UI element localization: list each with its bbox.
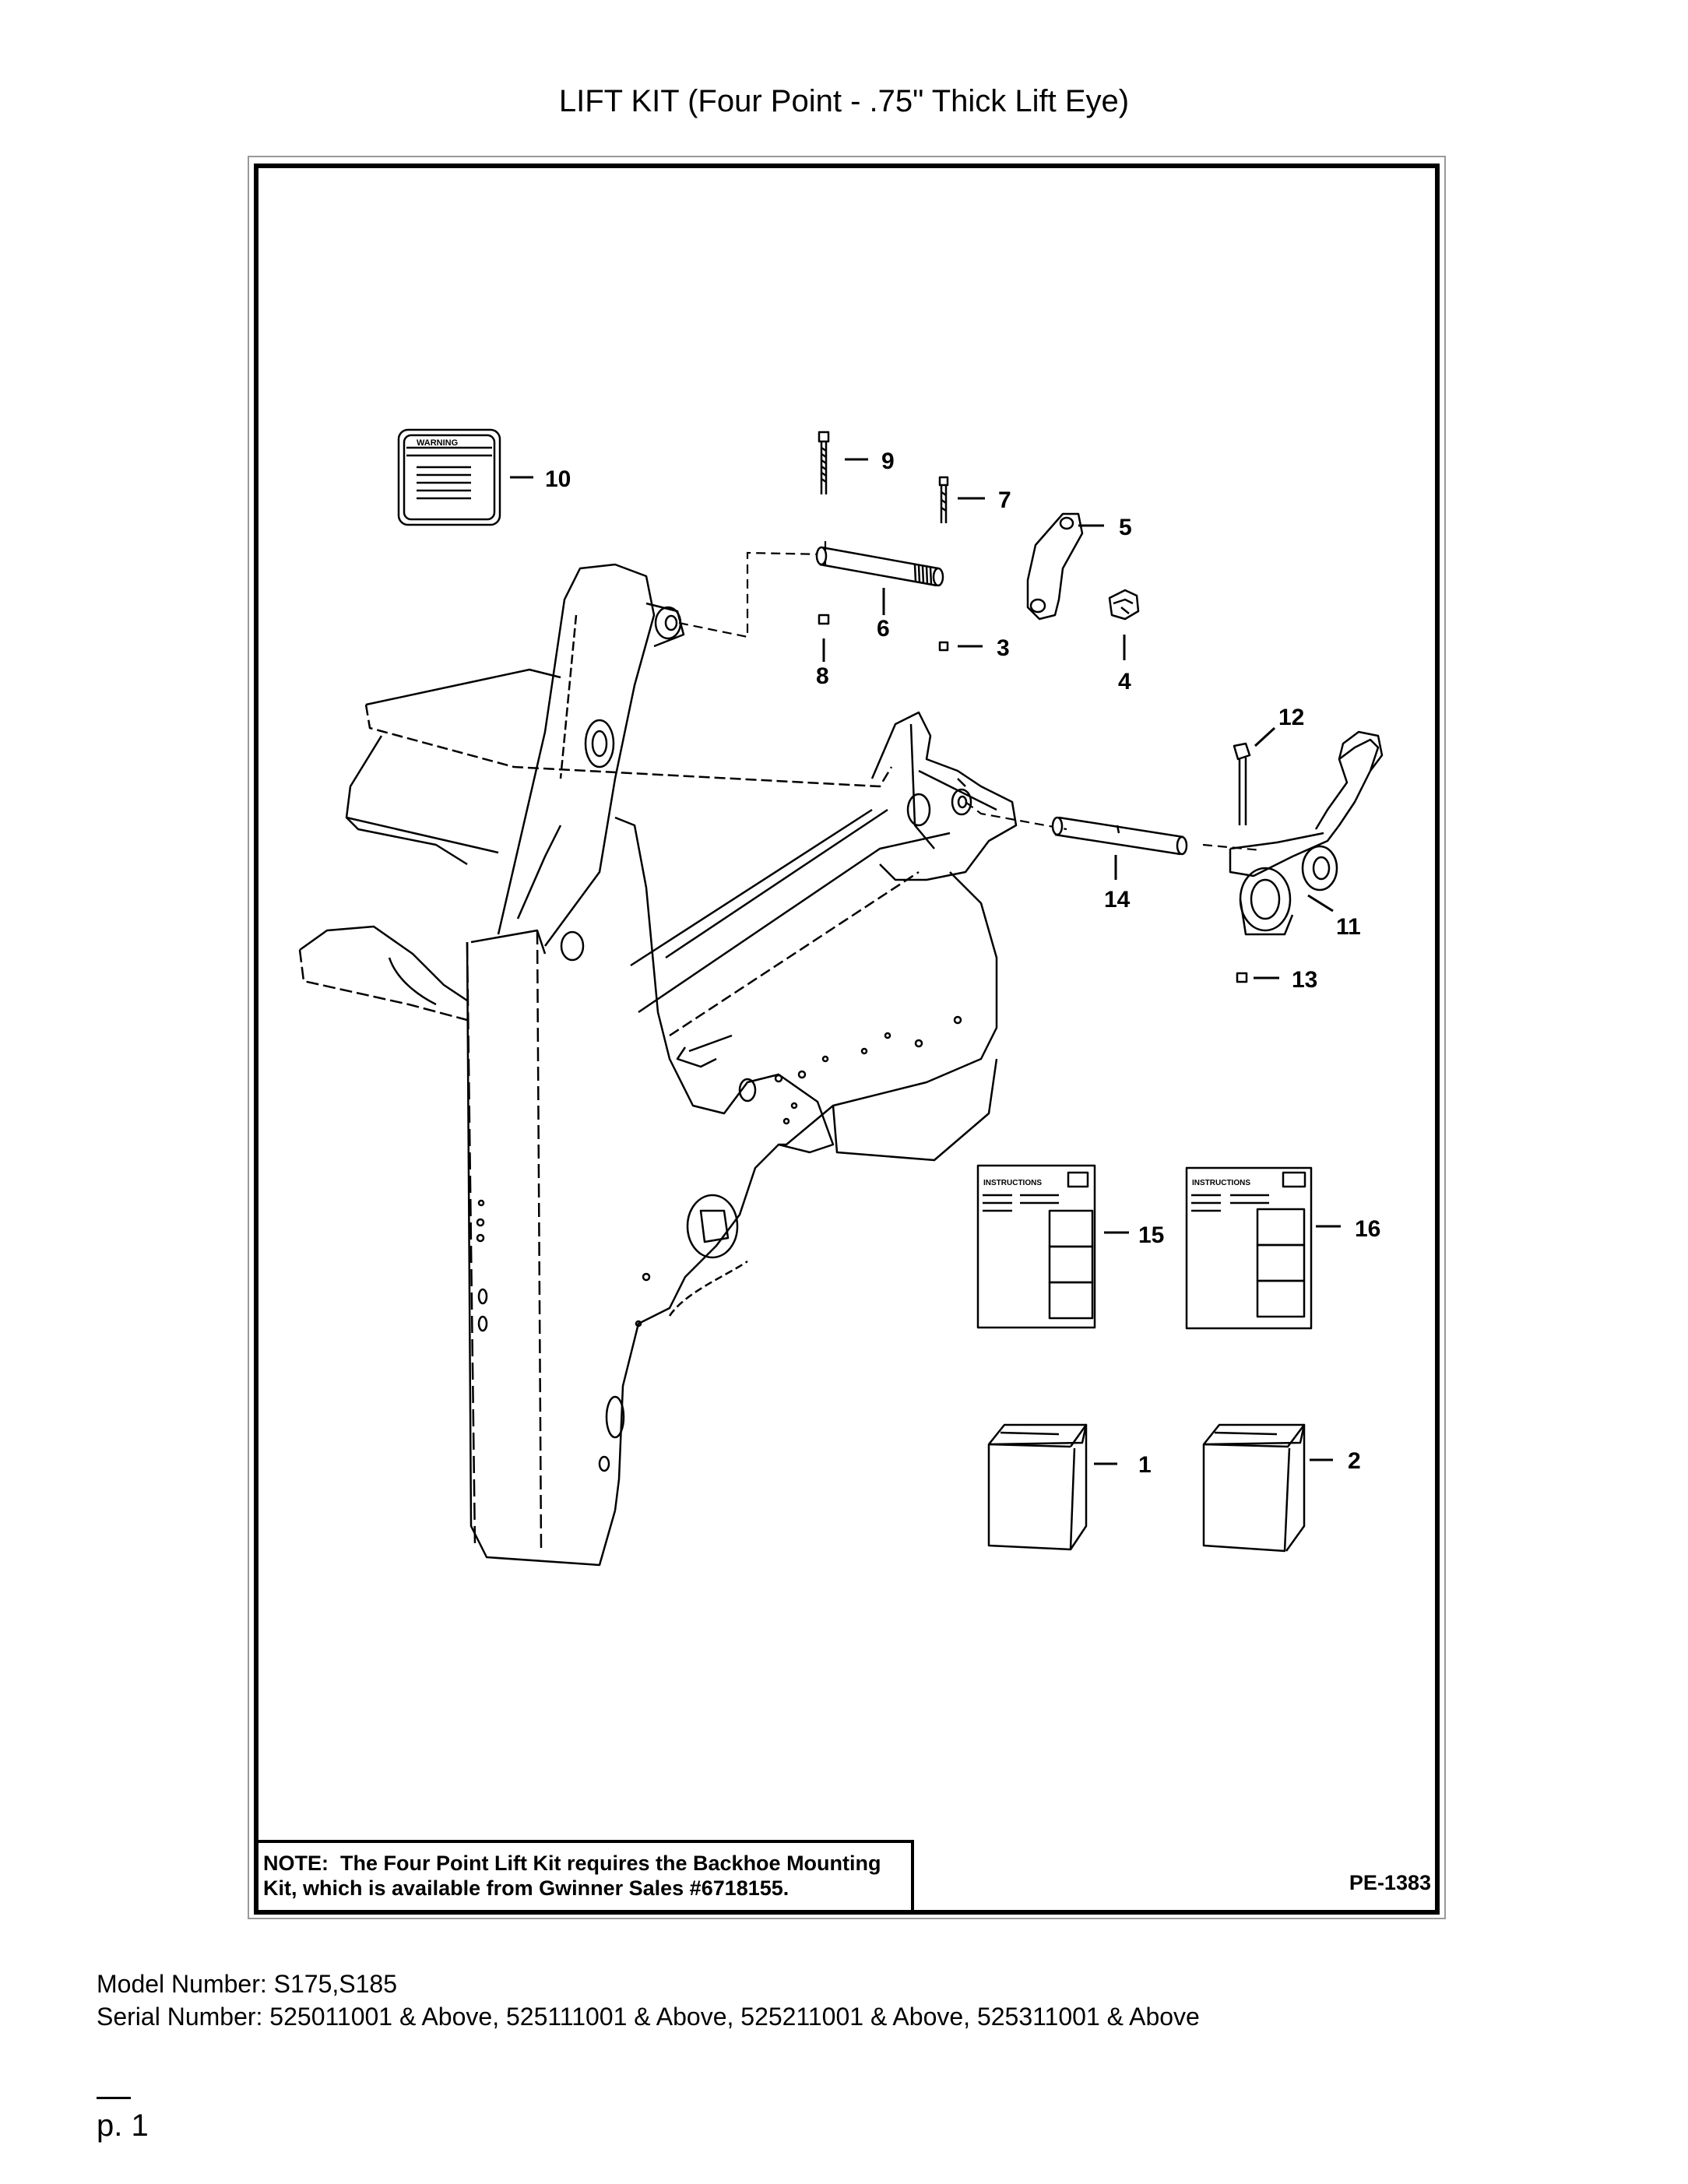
part-3-nut	[938, 641, 949, 652]
serial-number: Serial Number: 525011001 & Above, 525111…	[97, 2003, 1200, 2031]
callout-15: 15	[1138, 1222, 1164, 1248]
callout-9: 9	[881, 448, 895, 474]
page-title: LIFT KIT (Four Point - .75" Thick Lift E…	[558, 84, 1130, 118]
part-10-warning-decal	[397, 428, 501, 526]
note-text: The Four Point Lift Kit requires the Bac…	[263, 1852, 881, 1900]
callout-3: 3	[997, 635, 1010, 661]
drawing-code: PE-1383	[1349, 1871, 1431, 1894]
diagram-frame	[254, 164, 1440, 1915]
callout-5: 5	[1119, 515, 1132, 540]
callout-16: 16	[1355, 1216, 1380, 1242]
part-13-nut	[1236, 972, 1248, 983]
callout-6: 6	[877, 616, 890, 642]
callout-7: 7	[998, 487, 1011, 513]
callout-8: 8	[816, 663, 829, 689]
part-5-plate	[1026, 512, 1084, 621]
diagram-frame-outer	[248, 156, 1446, 1919]
part-9-bolt	[818, 431, 830, 494]
part-4-nut	[1108, 589, 1140, 621]
footer-divider	[97, 2097, 131, 2099]
loader-frame-drawing	[298, 563, 1018, 1567]
part-8-nut	[818, 614, 830, 625]
callout-11: 11	[1336, 914, 1361, 940]
callout-12: 12	[1278, 705, 1304, 730]
part-15-instructions	[976, 1164, 1096, 1329]
warning-decal-label: WARNING	[417, 438, 458, 448]
page-number: p. 1	[97, 2108, 149, 2143]
callout-2: 2	[1348, 1448, 1361, 1474]
part-14-pin	[1051, 816, 1188, 856]
part-12-bolt	[1233, 742, 1251, 825]
callout-13: 13	[1292, 967, 1317, 993]
part-11-lift-eye	[1229, 730, 1384, 936]
instructions-16-label: INSTRUCTIONS	[1192, 1179, 1250, 1187]
callout-1: 1	[1138, 1452, 1152, 1478]
part-1-box	[987, 1423, 1088, 1551]
note-box: NOTE: The Four Point Lift Kit requires t…	[254, 1840, 914, 1910]
instructions-15-label: INSTRUCTIONS	[983, 1179, 1042, 1187]
note-label: NOTE:	[263, 1852, 329, 1875]
leader-lines	[510, 458, 1341, 1465]
part-6-pin	[815, 546, 944, 587]
model-number: Model Number: S175,S185	[97, 1970, 397, 1998]
callout-14: 14	[1104, 887, 1131, 913]
part-2-box	[1202, 1423, 1306, 1553]
callout-10: 10	[545, 466, 571, 492]
callout-numbers: 1 2 3 4 5 6 7 8 9 10 11 12 13 14 15 16	[545, 448, 1380, 1478]
callout-4: 4	[1118, 669, 1131, 695]
part-7-bolt	[938, 476, 949, 523]
part-16-instructions	[1185, 1166, 1313, 1330]
